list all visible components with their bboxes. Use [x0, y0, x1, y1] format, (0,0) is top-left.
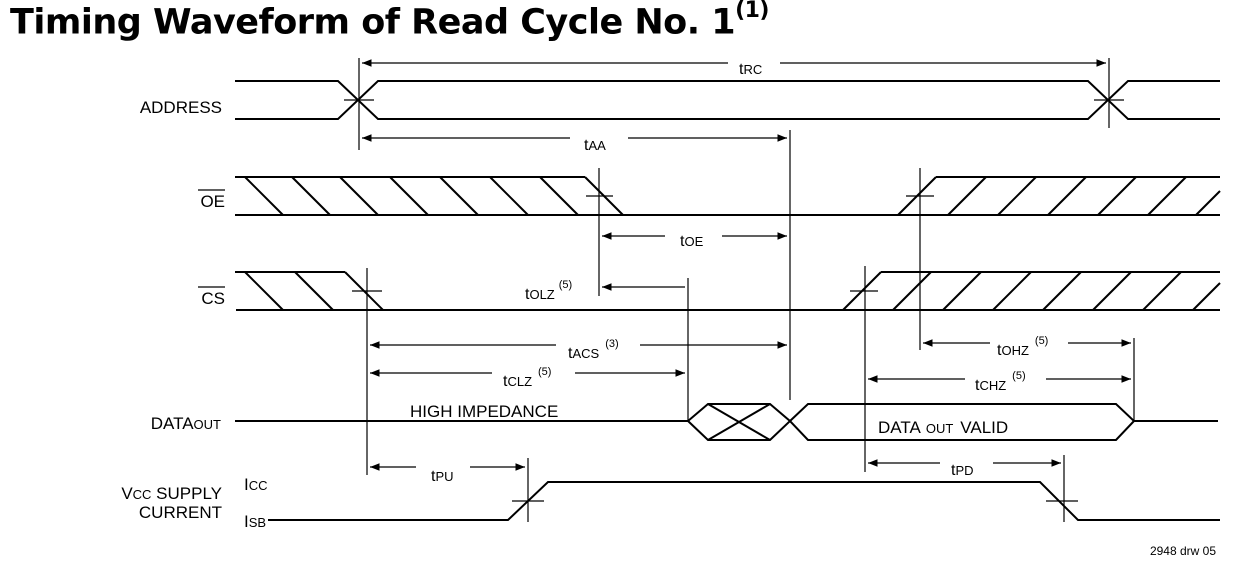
cs-label: CS	[201, 289, 225, 308]
diagram-title: Timing Waveform of Read Cycle No. 1(1)	[10, 0, 769, 43]
drawing-number: 2948 drw 05	[1150, 544, 1216, 558]
title-text: Timing Waveform of Read Cycle No. 1	[10, 2, 736, 43]
icc-label: ICC	[244, 475, 268, 494]
address-waveform	[235, 80, 1220, 120]
high-impedance-label: HIGH IMPEDANCE	[410, 402, 558, 421]
tchz-label: tCHZ(5)	[975, 370, 1026, 394]
tohz-label: tOHZ(5)	[997, 335, 1048, 359]
tpu-label: tPU	[431, 468, 454, 485]
isb-label: ISB	[244, 512, 266, 531]
reference-lines	[358, 58, 1135, 522]
vcc-current-waveform	[268, 481, 1220, 521]
trc-label: tRC	[739, 61, 762, 78]
oe-label: OE	[200, 192, 225, 211]
vcc-supply-label: VCC SUPPLY	[121, 484, 222, 503]
tolz-label: tOLZ(5)	[525, 279, 572, 303]
title-footnote: (1)	[735, 0, 769, 23]
tpd-label: tPD	[951, 462, 974, 479]
cs-waveform	[235, 271, 1221, 311]
taa-label: tAA	[584, 137, 606, 154]
dataout-label: DATAOUT	[151, 414, 221, 433]
dataout-waveform	[235, 403, 1218, 441]
current-label: CURRENT	[139, 503, 222, 522]
toe-label: tOE	[680, 233, 704, 250]
tacs-label: tACS(3)	[568, 338, 619, 362]
timing-arrows	[362, 59, 1131, 471]
tclz-label: tCLZ(5)	[503, 366, 551, 390]
oe-waveform	[235, 176, 1221, 216]
address-label: ADDRESS	[140, 98, 222, 117]
transition-ticks	[344, 99, 1124, 502]
